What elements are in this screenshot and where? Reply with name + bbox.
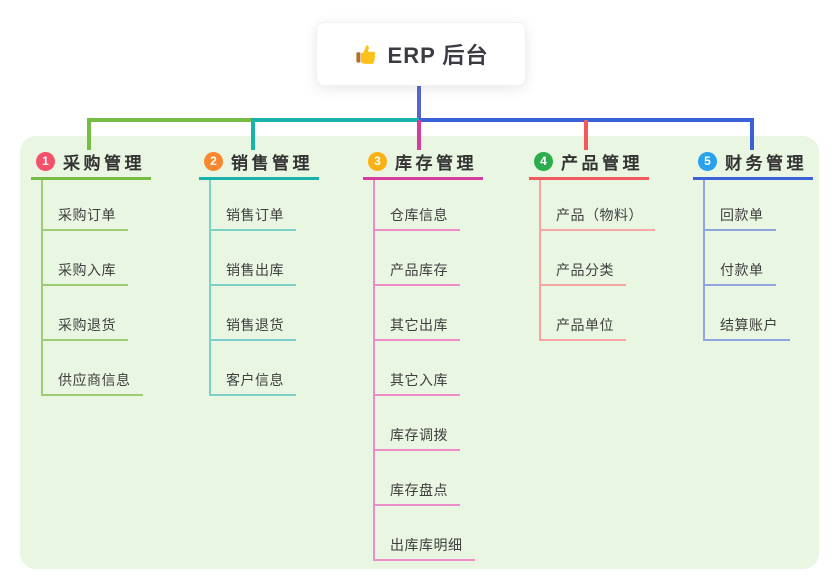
connector-drop-purchase [87,118,91,150]
child-node[interactable]: 采购订单 [43,180,128,231]
branch-title-label: 产品管理 [561,153,643,173]
child-label: 采购入库 [58,262,116,278]
child-node[interactable]: 产品库存 [375,231,460,286]
child-node[interactable]: 仓库信息 [375,180,460,231]
child-label: 产品库存 [390,262,448,278]
child-label: 产品单位 [556,317,614,333]
branch-children: 产品（物料） 产品分类产品单位 [539,180,655,341]
branch-number-badge: 3 [368,151,387,171]
branch-title[interactable]: 3 库存管理 [363,150,483,180]
child-label: 销售退货 [226,317,284,333]
child-label: 产品分类 [556,262,614,278]
branch-column: 1 采购管理 采购订单采购入库采购退货供应商信息 [31,150,151,396]
root-node[interactable]: ERP 后台 [316,22,526,86]
thumbs-up-icon [354,42,378,66]
child-label: 其它出库 [390,317,448,333]
root-connector-line [417,84,421,120]
child-label: 产品（物料） [556,207,643,223]
branch-number-badge: 4 [534,151,553,171]
connector-drop-finance [750,118,754,150]
child-node[interactable]: 产品（物料） [541,180,655,231]
child-label: 结算账户 [720,317,778,333]
connector-drop-product [584,120,588,150]
child-node[interactable]: 回款单 [705,180,776,231]
child-node[interactable]: 出库库明细 [375,506,475,561]
child-node[interactable]: 其它出库 [375,286,460,341]
branch-title-label: 财务管理 [725,153,807,173]
child-node[interactable]: 结算账户 [705,286,790,341]
branch-title-label: 销售管理 [231,153,313,173]
child-node[interactable]: 采购入库 [43,231,128,286]
branch-title[interactable]: 1 采购管理 [31,150,151,180]
branch-title-label: 采购管理 [63,153,145,173]
child-node[interactable]: 供应商信息 [43,341,143,396]
child-node[interactable]: 其它入库 [375,341,460,396]
connector-drop-sales [251,118,255,150]
child-node[interactable]: 库存盘点 [375,451,460,506]
child-label: 出库库明细 [390,537,463,553]
child-label: 客户信息 [226,372,284,388]
child-node[interactable]: 付款单 [705,231,776,286]
connector-horizontal-purchase [87,118,255,122]
child-label: 回款单 [720,207,764,223]
branch-number-badge: 5 [698,151,717,171]
child-label: 其它入库 [390,372,448,388]
branch-children: 采购订单采购入库采购退货供应商信息 [41,180,143,396]
branch-title[interactable]: 2 销售管理 [199,150,319,180]
child-label: 库存调拨 [390,427,448,443]
child-node[interactable]: 客户信息 [211,341,296,396]
branch-title[interactable]: 5 财务管理 [693,150,813,180]
branch-column: 2 销售管理 销售订单销售出库销售退货客户信息 [199,150,319,396]
child-label: 库存盘点 [390,482,448,498]
connector-horizontal-sales [253,118,421,122]
branch-children: 仓库信息产品库存其它出库其它入库库存调拨库存盘点出库库明细 [373,180,475,561]
child-label: 采购退货 [58,317,116,333]
child-node[interactable]: 销售订单 [211,180,296,231]
branch-children: 销售订单销售出库销售退货客户信息 [209,180,296,396]
child-node[interactable]: 销售出库 [211,231,296,286]
root-title: ERP 后台 [387,43,489,68]
connector-drop-inventory [417,120,421,150]
child-node[interactable]: 产品单位 [541,286,626,341]
child-node[interactable]: 产品分类 [541,231,626,286]
branch-number-badge: 1 [36,151,55,171]
branch-children: 回款单付款单结算账户 [703,180,790,341]
branch-title-label: 库存管理 [395,153,477,173]
branch-title[interactable]: 4 产品管理 [529,150,649,180]
branches-panel [20,136,819,569]
child-label: 供应商信息 [58,372,131,388]
child-label: 销售出库 [226,262,284,278]
branch-column: 5 财务管理 回款单付款单结算账户 [693,150,813,341]
child-node[interactable]: 销售退货 [211,286,296,341]
child-label: 付款单 [720,262,764,278]
child-node[interactable]: 库存调拨 [375,396,460,451]
child-node[interactable]: 采购退货 [43,286,128,341]
child-label: 采购订单 [58,207,116,223]
branch-column: 4 产品管理 产品（物料） 产品分类产品单位 [529,150,655,341]
branch-column: 3 库存管理 仓库信息产品库存其它出库其它入库库存调拨库存盘点出库库明细 [363,150,483,561]
child-label: 销售订单 [226,207,284,223]
child-label: 仓库信息 [390,207,448,223]
branch-number-badge: 2 [204,151,223,171]
